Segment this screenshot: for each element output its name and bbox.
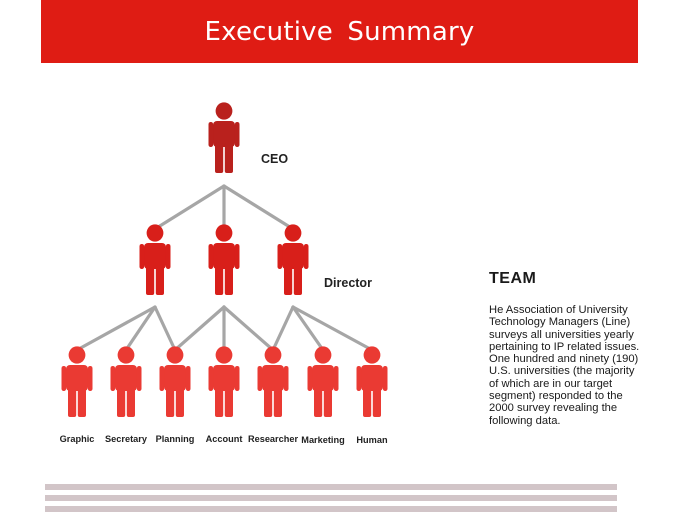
staff-figure <box>307 346 339 417</box>
ceo-figure <box>208 102 240 173</box>
staff-figure <box>257 346 289 417</box>
connector-line <box>222 184 295 231</box>
footer-stripe <box>45 484 617 490</box>
team-text-line: He Association of University <box>489 304 628 316</box>
connector-line <box>222 305 275 352</box>
director-label: Director <box>324 276 372 290</box>
team-text-line: One hundred and ninety (190) <box>489 353 639 366</box>
team-text-line: of which are in our target <box>489 377 613 390</box>
team-text-line: surveys all universities yearly <box>489 328 634 341</box>
team-text-line: segment) responded to the <box>489 390 623 403</box>
staff-label: Secretary <box>105 434 148 444</box>
staff-figure <box>110 346 142 417</box>
org-figures <box>61 102 388 417</box>
staff-label: Graphic <box>60 434 95 444</box>
header-bar: Executive Summary <box>41 0 638 63</box>
team-text-line: U.S. universities (the majority <box>489 365 635 378</box>
connector-line <box>173 305 226 352</box>
staff-label: Account <box>206 434 243 444</box>
director-figure <box>208 224 240 295</box>
connector-line <box>271 305 295 352</box>
connector-line <box>291 305 374 352</box>
staff-figure <box>208 346 240 417</box>
connector-line <box>75 305 157 352</box>
director-figure <box>277 224 309 295</box>
staff-label: Planning <box>156 434 195 444</box>
team-text-line: pertaining to IP related issues. <box>489 340 640 353</box>
staff-label: Human <box>356 435 388 445</box>
staff-label: Marketing <box>301 435 344 445</box>
footer-stripe <box>45 495 617 501</box>
staff-figure <box>61 346 93 417</box>
slide-title: Executive Summary <box>204 16 475 47</box>
staff-labels: Graphic Secretary Planning Account Researche… <box>60 434 388 445</box>
footer-stripes <box>45 484 617 512</box>
connector-line <box>124 305 157 352</box>
connector-line <box>153 184 226 231</box>
ceo-label: CEO <box>261 152 288 166</box>
connector-line <box>153 305 177 352</box>
org-connectors <box>75 184 374 352</box>
team-text-line: Technology Managers (Line) <box>489 316 631 329</box>
team-text-line: following data. <box>489 414 561 427</box>
footer-stripe <box>45 506 617 512</box>
connector-line <box>291 305 325 352</box>
staff-label: Researcher <box>248 434 298 444</box>
staff-figure <box>356 346 388 417</box>
team-heading: TEAM <box>489 270 537 287</box>
director-figure <box>139 224 171 295</box>
staff-figure <box>159 346 191 417</box>
team-text-line: 2000 survey revealing the <box>489 402 618 415</box>
